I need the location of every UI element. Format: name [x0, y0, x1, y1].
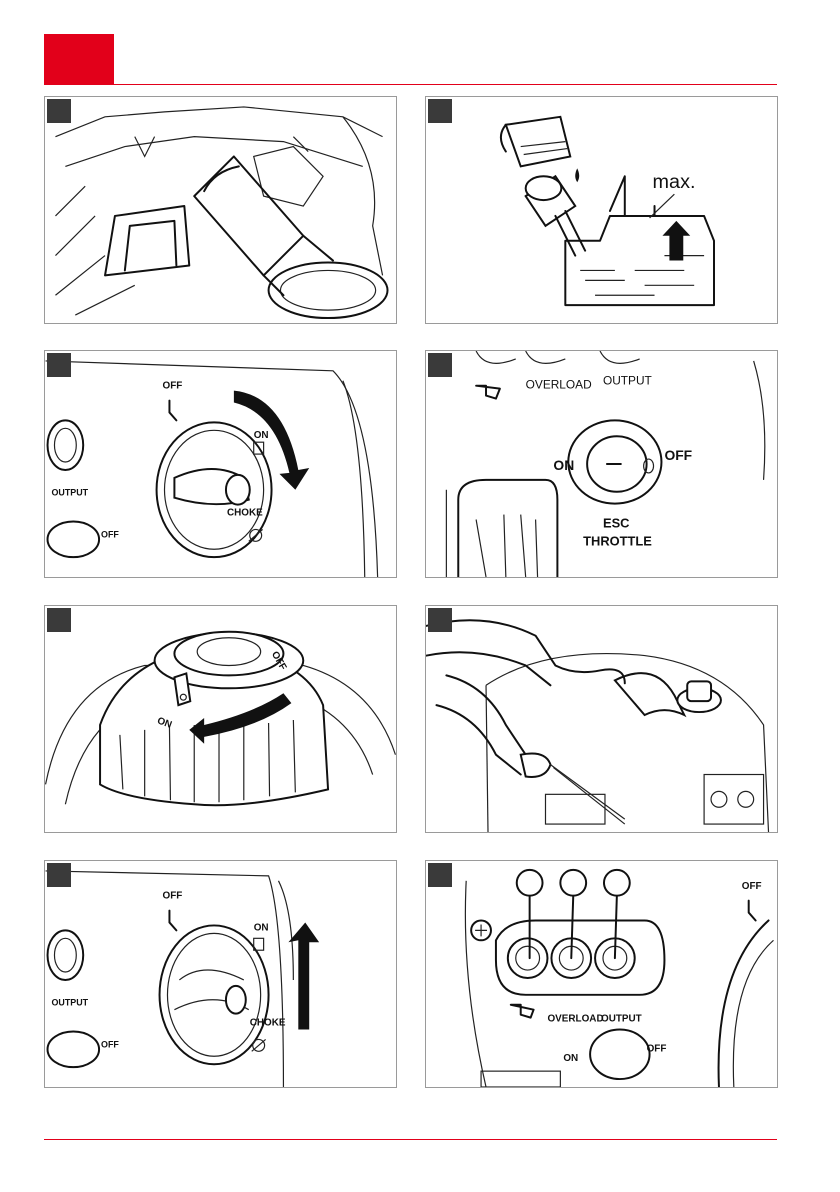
figure-panel-7: OUTPUT OFF OFF ON CHOKE — [44, 860, 397, 1088]
switch-off-label: OFF — [163, 891, 183, 902]
footer-rule — [44, 1139, 777, 1140]
header-rule — [44, 84, 777, 85]
figure-number-badge — [428, 863, 452, 887]
figure-number-badge — [428, 99, 452, 123]
engine-switch-on-icon: OUTPUT OFF OFF ON CHOKE — [45, 861, 396, 1087]
esc-label: ESC — [603, 515, 629, 530]
esc-on-label: ON — [553, 457, 574, 473]
oil-fill-max-level-icon: max. — [426, 97, 777, 323]
off-label-small: OFF — [101, 1039, 119, 1049]
esc-off-label: OFF — [664, 447, 692, 463]
esc-throttle-switch-icon: OVERLOAD OUTPUT ON OFF ESC THROTTLE — [426, 351, 777, 577]
figure-number-badge — [428, 608, 452, 632]
choke-label: CHOKE — [250, 1018, 286, 1029]
output-label: OUTPUT — [601, 1014, 642, 1025]
indicator-lamps-icon: OVERLOAD OUTPUT ON OFF OFF — [426, 861, 777, 1087]
switch-off-label: OFF — [647, 1043, 667, 1054]
output-label: OUTPUT — [603, 374, 652, 388]
figure-panel-5: ON OFF — [44, 605, 397, 833]
overload-label: OVERLOAD — [547, 1014, 603, 1025]
header-red-block — [44, 34, 114, 84]
output-label: OUTPUT — [51, 488, 88, 498]
figure-panel-3: OUTPUT OFF OFF ON CHOKE — [44, 350, 397, 578]
figure-panel-2: max. — [425, 96, 778, 324]
off-label-small: OFF — [101, 529, 119, 539]
overload-label: OVERLOAD — [526, 378, 592, 392]
switch-on-label: ON — [563, 1053, 578, 1064]
fuel-cap-vent-icon: ON OFF — [45, 606, 396, 832]
figure-number-badge — [47, 99, 71, 123]
figure-number-badge — [47, 353, 71, 377]
side-off-label: OFF — [742, 881, 762, 892]
figure-panel-6 — [425, 605, 778, 833]
max-level-label: max. — [653, 171, 696, 193]
figure-panel-8: OVERLOAD OUTPUT ON OFF OFF — [425, 860, 778, 1088]
figure-number-badge — [47, 863, 71, 887]
switch-on-label: ON — [254, 922, 269, 933]
figure-number-badge — [47, 608, 71, 632]
engine-switch-choke-icon: OUTPUT OFF OFF ON CHOKE — [45, 351, 396, 577]
output-label: OUTPUT — [51, 998, 88, 1008]
figure-panel-4: OVERLOAD OUTPUT ON OFF ESC THROTTLE — [425, 350, 778, 578]
oil-filler-neck-icon — [45, 97, 396, 323]
recoil-starter-pull-icon — [426, 606, 777, 832]
switch-off-label: OFF — [163, 381, 183, 392]
figure-number-badge — [428, 353, 452, 377]
throttle-label: THROTTLE — [583, 533, 652, 548]
figure-panel-1 — [44, 96, 397, 324]
choke-label: CHOKE — [227, 508, 263, 519]
switch-on-label: ON — [254, 430, 269, 441]
